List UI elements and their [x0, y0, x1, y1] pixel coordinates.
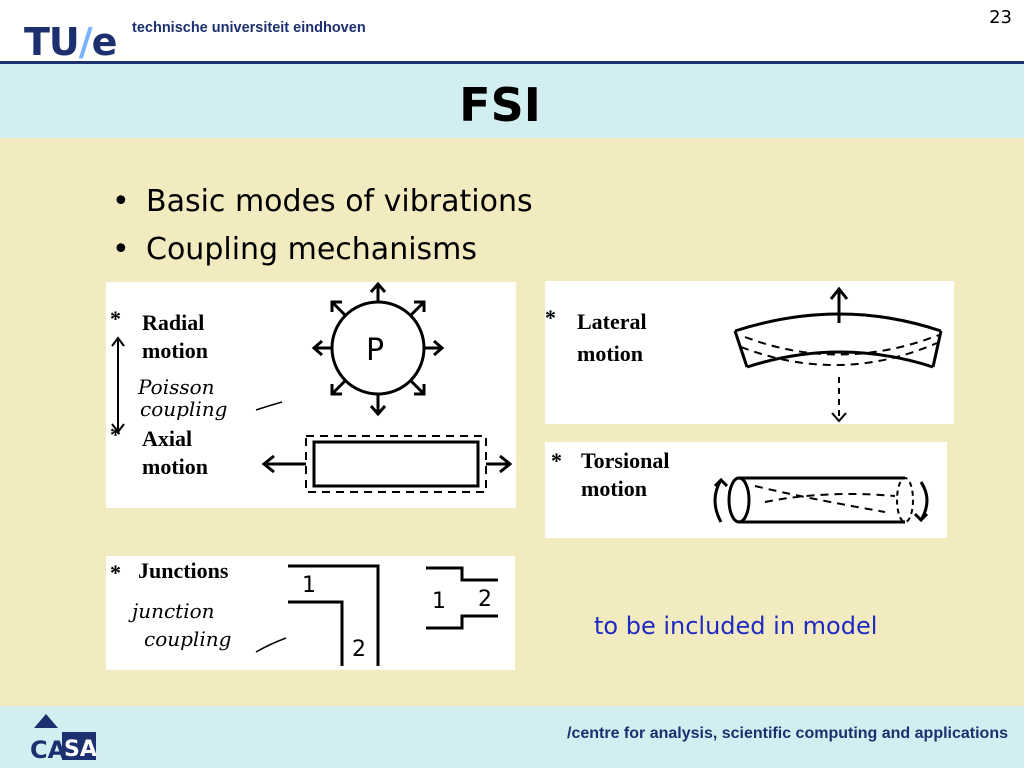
pipe-label: 1 [302, 573, 316, 598]
asterisk-mark: * [110, 560, 121, 585]
slide-title: FSI [459, 78, 541, 132]
asterisk-mark: * [110, 422, 121, 447]
lateral-beam-diagram [733, 286, 943, 423]
coupling-label: coupling [140, 397, 227, 421]
torsional-label: Torsional [581, 448, 669, 473]
pipe-label: 2 [478, 587, 492, 612]
radial-pressure-diagram [311, 282, 445, 417]
asterisk-mark: * [551, 448, 562, 473]
pipe-label: 1 [432, 589, 446, 614]
bullet-item: •Coupling mechanisms [112, 232, 478, 267]
torsional-motion-figure: * Torsional motion [545, 442, 947, 538]
casa-logo: CA SA [30, 714, 97, 762]
junction-coupling-label: coupling [144, 627, 231, 651]
svg-text:SA: SA [64, 737, 97, 762]
axial-label: Axial [142, 426, 192, 451]
university-name: technische universiteit eindhoven [132, 20, 366, 36]
bullet-item: •Basic modes of vibrations [112, 184, 533, 219]
pressure-symbol: P [366, 333, 384, 368]
title-band [0, 64, 1024, 138]
radial-label: Radial [142, 310, 204, 335]
elbow-junction-diagram [288, 564, 380, 666]
tue-logo: TU/e [24, 20, 117, 64]
svg-text:CA: CA [30, 736, 67, 762]
area-change-junction-diagram [426, 566, 498, 630]
bullet-list: •Basic modes of vibrations •Coupling mec… [112, 180, 533, 276]
torsional-cylinder-diagram [713, 476, 929, 524]
torsional-motion-label: motion [581, 476, 647, 501]
asterisk-mark: * [545, 305, 556, 330]
footer-text: /centre for analysis, scientific computi… [567, 725, 1008, 742]
junction-label: junction [128, 599, 215, 623]
axial-pipe-diagram [261, 435, 513, 493]
radial-axial-figure: * Radial motion Poisson coupling * Axial… [106, 282, 516, 508]
footer-bar [0, 706, 1024, 768]
lateral-motion-label: motion [577, 341, 643, 366]
asterisk-mark: * [110, 306, 121, 331]
junctions-label: Junctions [138, 558, 229, 583]
radial-motion-label: motion [142, 338, 208, 363]
poisson-label: Poisson [137, 375, 215, 399]
model-note: to be included in model [594, 612, 878, 640]
junctions-figure: * Junctions junction coupling 1 2 1 2 [106, 556, 515, 670]
pipe-label: 2 [352, 637, 366, 662]
page-number: 23 [989, 7, 1012, 28]
header-divider [0, 61, 1024, 64]
header-bar: TU/e technische universiteit eindhoven 2… [0, 0, 1024, 62]
lateral-label: Lateral [577, 309, 647, 334]
lateral-motion-figure: * Lateral motion [545, 281, 954, 424]
axial-motion-label: motion [142, 454, 208, 479]
